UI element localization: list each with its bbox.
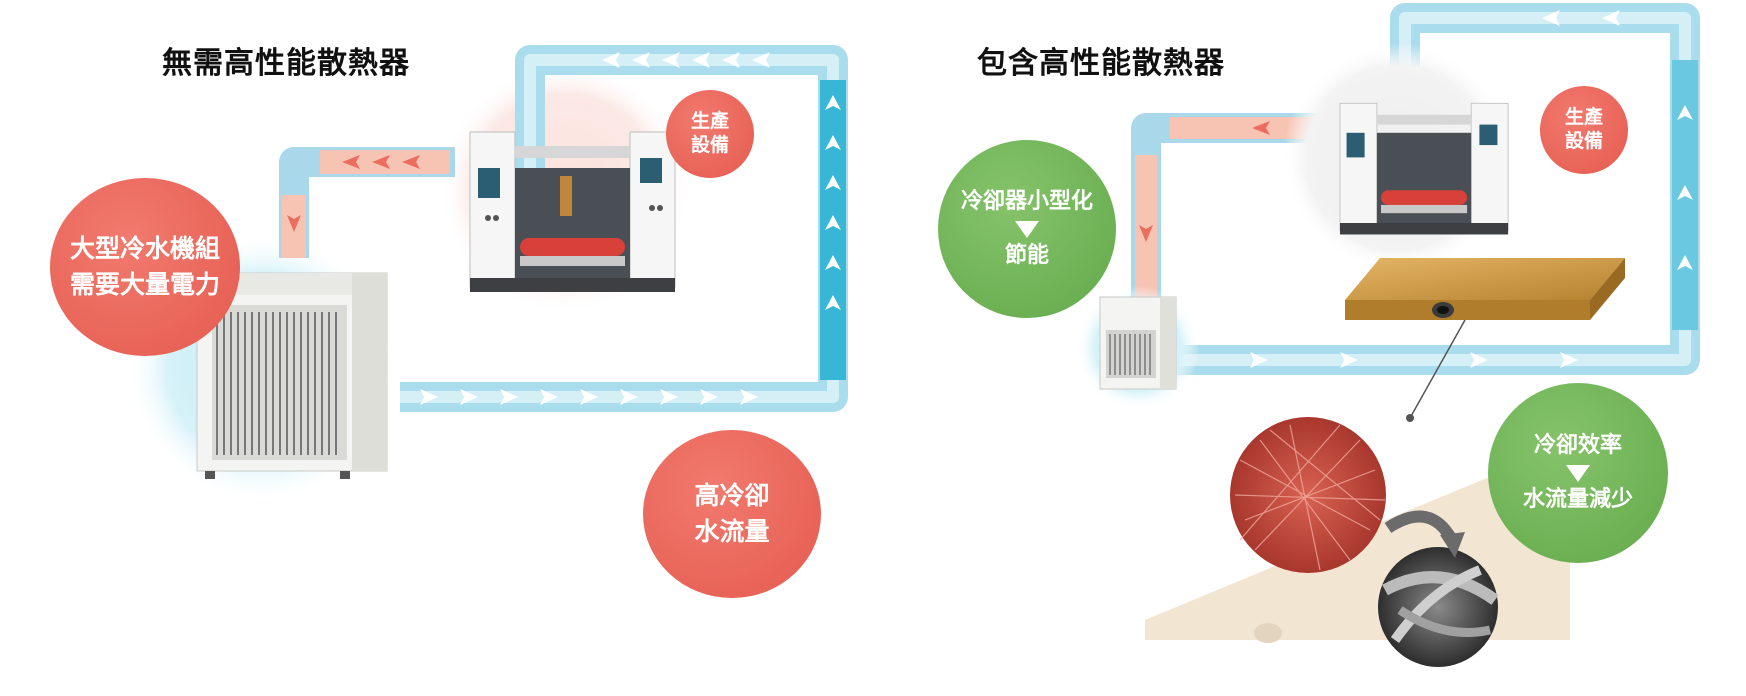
right-panel-title: 包含高性能散熱器 <box>977 46 1225 81</box>
high-flow-bubble: 高冷卻 水流量 <box>643 430 821 598</box>
left-production-machine <box>469 131 676 292</box>
bubble-line: 節能 <box>1004 242 1049 268</box>
bubble-line: 冷卻器小型化 <box>960 188 1093 214</box>
bubble-line: 大型冷水機組 <box>69 233 220 263</box>
zoom-leader-line <box>1409 319 1466 419</box>
right-equipment-bubble: 生產 設備 <box>1540 86 1628 174</box>
sem-micro-view <box>1378 547 1499 667</box>
left-cool-arrows <box>420 52 841 405</box>
bubble-line: 冷卻效率 <box>1533 432 1622 458</box>
fiber-micro-view <box>1230 417 1386 573</box>
bubble-line: 水流量減少 <box>1522 486 1633 512</box>
small-chiller-unit <box>1099 296 1177 390</box>
efficiency-bubble: 冷卻效率 水流量減少 <box>1488 383 1668 563</box>
down-triangle-icon <box>1015 220 1039 238</box>
zoom-leader-dot <box>1406 414 1414 422</box>
bubble-line: 設備 <box>690 134 729 156</box>
sheet-hole <box>1254 623 1282 643</box>
left-panel-title: 無需高性能散熱器 <box>162 46 410 81</box>
bubble-line: 生產 <box>690 110 729 133</box>
left-warm-pipe <box>279 147 455 258</box>
bubble-line: 設備 <box>1564 130 1603 152</box>
zoom-curved-arrow <box>1384 510 1465 558</box>
left-cool-pipe <box>400 45 848 412</box>
bubble-line: 水流量 <box>694 517 770 546</box>
bubble-line: 高冷卻 <box>694 480 770 510</box>
left-equipment-bubble: 生產 設備 <box>666 90 754 178</box>
large-chiller-bubble: 大型冷水機組 需要大量電力 <box>50 178 240 356</box>
bubble-line: 生產 <box>1564 106 1603 129</box>
heatsink-plate <box>1345 258 1625 320</box>
compact-cooler-bubble: 冷卻器小型化 節能 <box>938 140 1116 318</box>
bubble-line: 需要大量電力 <box>69 270 220 299</box>
right-production-machine <box>1339 102 1509 235</box>
down-triangle-icon <box>1566 464 1590 482</box>
